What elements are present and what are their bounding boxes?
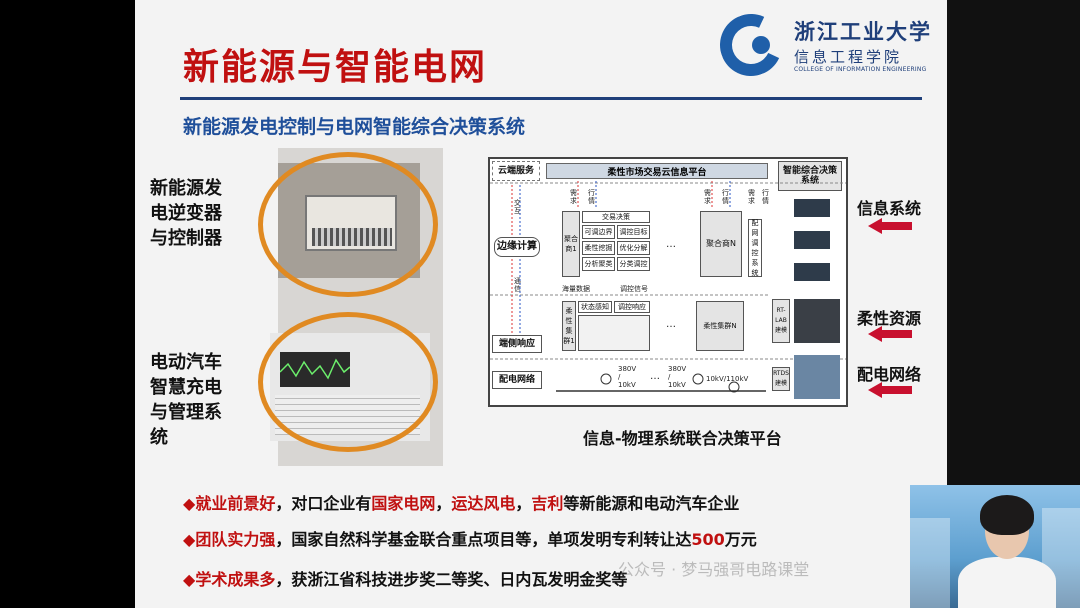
flex-devices-icons bbox=[578, 315, 650, 351]
logo-college-english: COLLEGE OF INFORMATION ENGINEERING bbox=[794, 66, 927, 73]
bullet-employment-prefix: ，对口企业有 bbox=[275, 494, 372, 513]
logo-dot bbox=[752, 36, 770, 54]
label-info-system: 信息系统 bbox=[857, 199, 922, 218]
slide-subtitle: 新能源发电控制与电网智能综合决策系统 bbox=[183, 116, 526, 138]
cell-classify-control: 分类调控 bbox=[617, 257, 650, 271]
ellipsis-1: … bbox=[666, 239, 676, 250]
market-label-r: 行情 bbox=[762, 189, 769, 205]
distribution-network-box: 配电网络 bbox=[492, 371, 542, 389]
sep-2: ， bbox=[515, 494, 532, 513]
cps-diagram: 云端服务 柔性市场交易云信息平台 智能综合决策系统 交互 边缘计算 通信 端侧响… bbox=[488, 157, 848, 407]
ev-highlight-ellipse bbox=[258, 312, 438, 452]
edge-compute-box: 边缘计算 bbox=[494, 237, 540, 257]
bullet-diamond-icon: ◆ bbox=[183, 494, 196, 513]
arrow-left-icon-info bbox=[868, 218, 912, 234]
bullet-team-head: 团队实力强 bbox=[195, 530, 276, 549]
voltage-380-10-b: 380V / 10kV bbox=[668, 365, 687, 389]
trade-decision-box: 交易决策 bbox=[582, 211, 650, 223]
bullet-academic-head: 学术成果多 bbox=[195, 570, 276, 589]
voltage-10-110: 10kV/110kV bbox=[706, 375, 749, 383]
speaker-body bbox=[958, 557, 1056, 608]
slide-title: 新能源与智能电网 bbox=[183, 47, 488, 88]
edge-response-box: 端侧响应 bbox=[492, 335, 542, 353]
cell-adjustable-boundary: 可调边界 bbox=[582, 225, 615, 239]
aggregator-1-box: 聚合商1 bbox=[562, 211, 580, 277]
company-geely: 吉利 bbox=[531, 494, 564, 513]
pip-bg-building-1 bbox=[910, 518, 950, 608]
cloud-platform-box: 柔性市场交易云信息平台 bbox=[546, 163, 768, 179]
bullet-team-unit: 万元 bbox=[724, 530, 757, 549]
bullet-team-body: ，国家自然科学基金联合重点项目等，单项发明专利转让达 bbox=[275, 530, 692, 549]
bullet-employment-head: 就业前景好 bbox=[195, 494, 276, 513]
rtlab-box: RT-LAB建模 bbox=[772, 299, 790, 343]
bullet-diamond-icon: ◆ bbox=[183, 570, 196, 589]
cell-flex-mining: 柔性挖掘 bbox=[582, 241, 615, 255]
title-divider bbox=[180, 97, 922, 100]
label-flex-resource: 柔性资源 bbox=[857, 309, 922, 328]
arrow-left-icon-dist bbox=[868, 382, 912, 398]
diagram-caption: 信息-物理系统联合决策平台 bbox=[583, 429, 782, 448]
status-sense-box: 状态感知 bbox=[578, 301, 612, 313]
label-inverter: 新能源发 电逆变器 与控制器 bbox=[150, 178, 222, 249]
logo-mark-icon bbox=[711, 5, 791, 85]
bullet-team-number: 500 bbox=[691, 530, 725, 549]
cloud-service-box: 云端服务 bbox=[492, 161, 540, 181]
watermark: 公众号 · 梦马强哥电路课堂 bbox=[618, 560, 810, 579]
smart-decision-box: 智能综合决策系统 bbox=[778, 161, 842, 191]
voltage-380-10-a: 380V / 10kV bbox=[618, 365, 637, 389]
university-logo: 浙江工业大学 信息工程学院 COLLEGE OF INFORMATION ENG… bbox=[711, 5, 935, 85]
market-label-n: 行情 bbox=[722, 189, 729, 205]
speaker-hair bbox=[980, 495, 1034, 535]
bullet-academic-body: ，获浙江省科技进步奖二等奖、日内瓦发明金奖等 bbox=[275, 570, 628, 589]
company-windey: 运达风电 bbox=[451, 494, 516, 513]
control-response-box: 调控响应 bbox=[614, 301, 650, 313]
label-ev-charging: 电动汽车 智慧充电 与管理系 统 bbox=[150, 352, 222, 448]
bullet-employment-tail: 等新能源和电动汽车企业 bbox=[563, 494, 740, 513]
demand-label-n: 需求 bbox=[704, 189, 711, 205]
sep-1: ， bbox=[435, 494, 452, 513]
cell-optimize-decompose: 优化分解 bbox=[617, 241, 650, 255]
rtds-box: RTDS建模 bbox=[772, 367, 790, 391]
ellipsis-2: … bbox=[666, 319, 676, 330]
control-signal-label: 调控信号 bbox=[620, 285, 648, 293]
label-distribution-network: 配电网络 bbox=[857, 365, 922, 384]
mass-data-label: 海量数据 bbox=[562, 285, 590, 293]
dist-control-system-box: 配网调控系统 bbox=[748, 219, 762, 277]
flex-cluster-n-box: 柔性集群N bbox=[696, 301, 744, 351]
logo-college-name: 信息工程学院 bbox=[794, 48, 903, 66]
aggregator-n-box: 聚合商N bbox=[700, 211, 742, 277]
demand-label-r: 需求 bbox=[748, 189, 755, 205]
bullet-academic: ◆学术成果多，获浙江省科技进步奖二等奖、日内瓦发明金奖等 bbox=[183, 566, 627, 590]
inverter-highlight-ellipse bbox=[258, 152, 438, 297]
cell-control-target: 调控目标 bbox=[617, 225, 650, 239]
bullet-diamond-icon: ◆ bbox=[183, 530, 196, 549]
company-state-grid: 国家电网 bbox=[371, 494, 436, 513]
comm-label: 通信 bbox=[514, 277, 521, 293]
speaker-video-pip bbox=[910, 485, 1080, 608]
flex-cluster-1-box: 柔性集群1 bbox=[562, 301, 576, 351]
cell-analyze-cluster: 分析聚类 bbox=[582, 257, 615, 271]
interact-label: 交互 bbox=[514, 199, 521, 215]
arrow-left-icon-flex bbox=[868, 326, 912, 342]
logo-university-name: 浙江工业大学 bbox=[794, 19, 932, 44]
ellipsis-3: … bbox=[650, 371, 660, 382]
demand-label-1: 需求 bbox=[570, 189, 577, 205]
bullet-employment: ◆就业前景好，对口企业有国家电网，运达风电，吉利等新能源和电动汽车企业 bbox=[183, 490, 739, 514]
bullet-team: ◆团队实力强，国家自然科学基金联合重点项目等，单项发明专利转让达500万元 bbox=[183, 526, 757, 550]
diagram-connectors bbox=[490, 181, 846, 399]
market-label-1: 行情 bbox=[588, 189, 595, 205]
